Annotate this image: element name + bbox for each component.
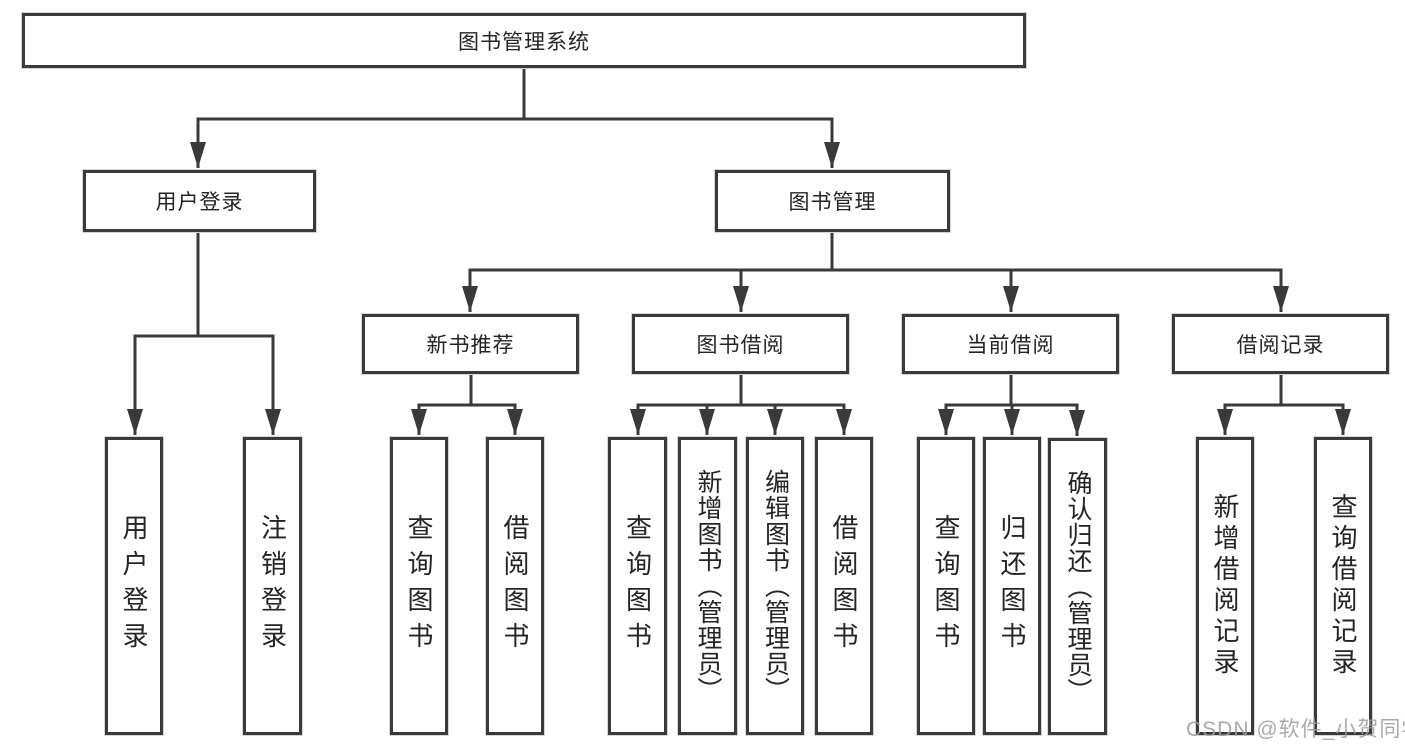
leaf-records-add-record: 新增借阅记录 xyxy=(1196,437,1254,735)
leaf-logout: 注销登录 xyxy=(243,437,302,735)
node-root: 图书管理系统 xyxy=(22,13,1026,68)
leaf-recommend-query-books-label: 查询图书 xyxy=(404,514,434,658)
node-book-borrow: 图书借阅 xyxy=(632,314,849,374)
leaf-records-query-record: 查询借阅记录 xyxy=(1314,437,1372,735)
leaf-borrow-query-books: 查询图书 xyxy=(608,437,667,735)
leaf-current-return-books-label: 归还图书 xyxy=(997,514,1027,658)
node-borrow-records-label: 借阅记录 xyxy=(1236,334,1325,357)
leaf-recommend-query-books: 查询图书 xyxy=(390,437,448,735)
node-root-label: 图书管理系统 xyxy=(458,30,590,54)
leaf-borrow-query-books-label: 查询图书 xyxy=(622,514,653,658)
leaf-user-login-label: 用户登录 xyxy=(119,514,149,658)
leaf-records-add-record-label: 新增借阅记录 xyxy=(1210,493,1240,679)
node-borrow-records: 借阅记录 xyxy=(1172,314,1389,374)
leaf-current-query-books: 查询图书 xyxy=(917,437,975,735)
node-current-borrow: 当前借阅 xyxy=(902,314,1119,374)
leaf-borrow-borrow-books: 借阅图书 xyxy=(815,437,873,735)
node-book-management: 图书管理 xyxy=(715,170,950,232)
leaf-user-login: 用户登录 xyxy=(105,437,163,735)
leaf-current-query-books-label: 查询图书 xyxy=(931,514,961,658)
node-book-borrow-label: 图书借阅 xyxy=(696,334,785,357)
node-current-borrow-label: 当前借阅 xyxy=(966,334,1055,357)
leaf-logout-label: 注销登录 xyxy=(257,514,288,658)
node-new-book-recommend-label: 新书推荐 xyxy=(426,334,515,357)
leaf-borrow-borrow-books-label: 借阅图书 xyxy=(829,514,859,658)
leaf-current-return-books: 归还图书 xyxy=(983,437,1041,735)
leaf-borrow-add-books-admin: 新增图书（管理员） xyxy=(678,437,737,735)
node-user-login: 用户登录 xyxy=(83,170,316,232)
leaf-recommend-borrow-books-label: 借阅图书 xyxy=(500,514,530,658)
leaf-borrow-add-books-admin-label: 新增图书（管理员） xyxy=(694,469,722,703)
leaf-recommend-borrow-books: 借阅图书 xyxy=(486,437,544,735)
node-new-book-recommend: 新书推荐 xyxy=(362,314,579,374)
leaf-current-confirm-return-admin: 确认归还（管理员） xyxy=(1048,438,1107,735)
leaf-records-query-record-label: 查询借阅记录 xyxy=(1328,493,1358,679)
csdn-watermark: CSDN @软件_小贺同学 xyxy=(1186,718,1405,741)
node-book-management-label: 图书管理 xyxy=(788,191,877,214)
leaf-borrow-edit-books-admin-label: 编辑图书（管理员） xyxy=(761,469,790,703)
leaf-current-confirm-return-admin-label: 确认归还（管理员） xyxy=(1064,469,1092,704)
leaf-borrow-edit-books-admin: 编辑图书（管理员） xyxy=(746,437,804,735)
node-user-login-label: 用户登录 xyxy=(155,191,244,214)
